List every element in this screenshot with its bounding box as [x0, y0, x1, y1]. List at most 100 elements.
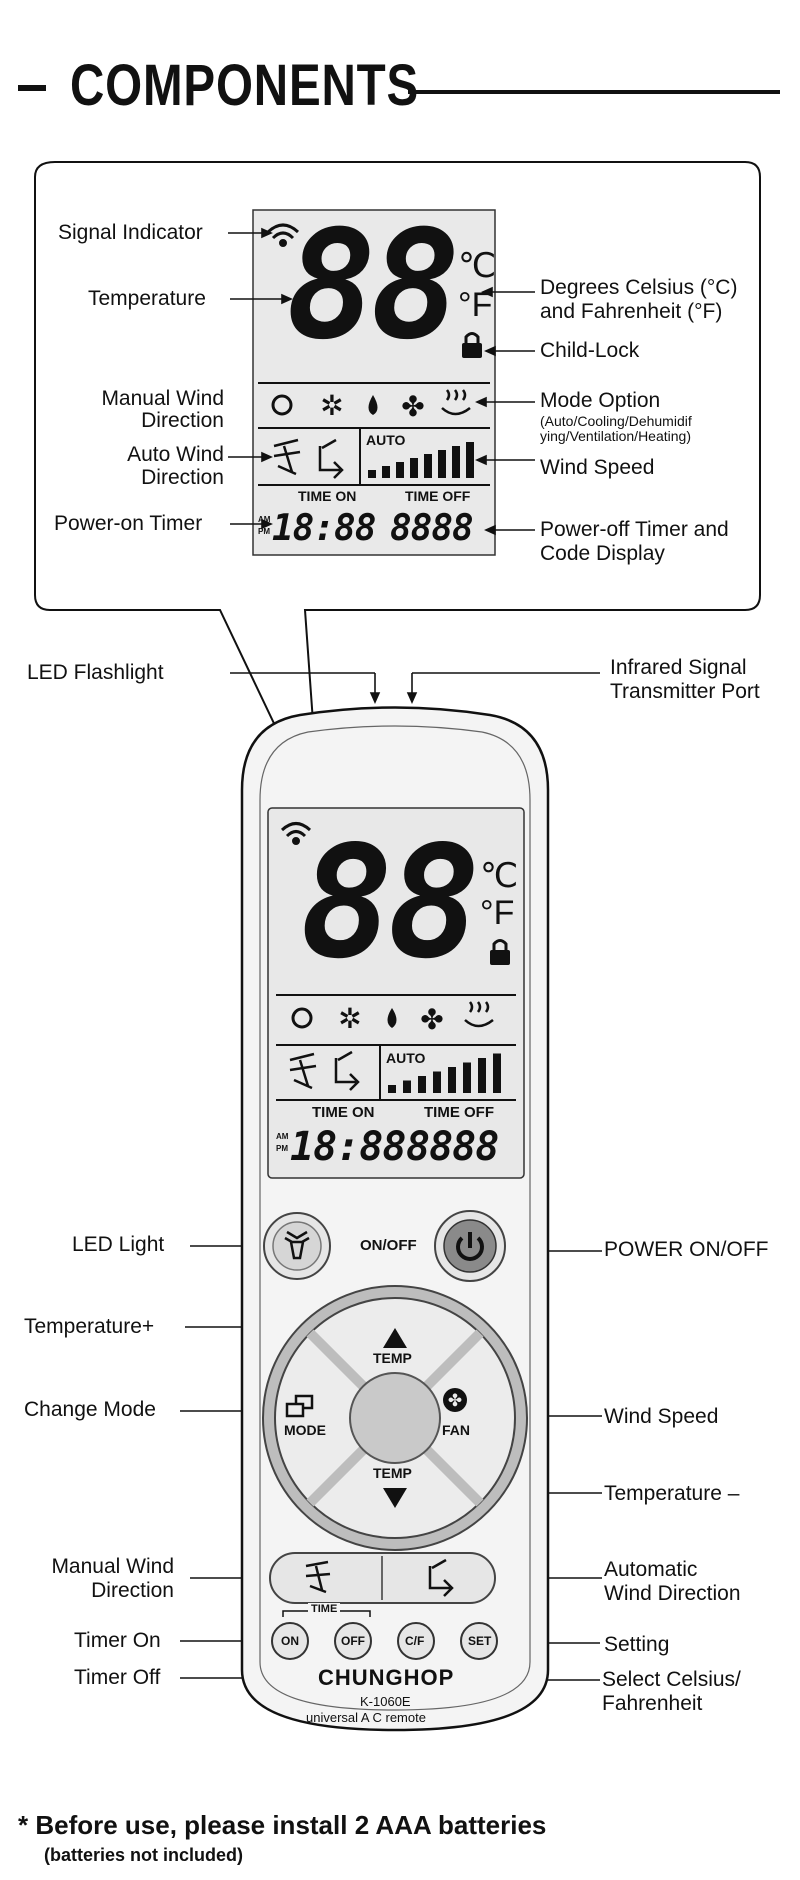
label-led-flashlight: LED Flashlight [27, 661, 164, 684]
wind-speed-bar [418, 1076, 426, 1093]
footer-note: * Before use, please install 2 AAA batte… [18, 1810, 547, 1840]
label-mode-option-sub-1: (Auto/Cooling/Dehumidif [540, 413, 692, 429]
label-infrared-2: Transmitter Port [610, 680, 760, 703]
remote-lcd-code: 8888 [406, 1124, 499, 1170]
label-child-lock: Child-Lock [540, 339, 640, 362]
temp-down-arrow-icon [383, 1488, 407, 1508]
wind-speed-bar [463, 1062, 471, 1093]
wind-speed-bar [424, 454, 432, 478]
wind-speed-bar [448, 1067, 456, 1093]
time-label: TIME [308, 1603, 341, 1615]
wind-speed-bar [478, 1058, 486, 1093]
fan-label: FAN [442, 1422, 470, 1438]
remote-signal-icon [280, 822, 312, 845]
remote-lcd-time-off: TIME OFF [424, 1104, 494, 1121]
remote-lcd-auto: AUTO [386, 1050, 426, 1066]
set-button[interactable] [460, 1622, 498, 1660]
label-change-mode: Change Mode [24, 1398, 156, 1421]
label-degrees-2: and Fahrenheit (°F) [540, 300, 723, 323]
label-infrared-1: Infrared Signal [610, 656, 747, 679]
wind-speed-bar [493, 1053, 501, 1093]
cf-button[interactable] [397, 1622, 435, 1660]
remote-lcd-pm: PM [276, 1144, 288, 1153]
mode-icon [285, 1394, 314, 1418]
remote-lcd-time-on: TIME ON [312, 1104, 375, 1121]
dpad-center [349, 1372, 441, 1464]
wind-speed-bar [466, 442, 474, 478]
remote-lcd-fahrenheit: °F [480, 894, 515, 932]
remote-lcd-celsius: ℃ [480, 857, 519, 895]
label-wind-speed: Wind Speed [540, 456, 655, 479]
mode-icons: ✲ ✤ [271, 389, 471, 423]
label-temperature-plus: Temperature+ [24, 1315, 155, 1338]
svg-text:✲: ✲ [320, 389, 343, 422]
svg-text:✤: ✤ [448, 1391, 462, 1411]
label-automatic-wind-2: Wind Direction [604, 1582, 741, 1605]
label-temperature: Temperature [88, 287, 206, 310]
remote-tagline: universal A C remote [306, 1710, 426, 1725]
zoom-lcd-time-on: TIME ON [298, 488, 357, 504]
zoom-lcd-digits: 88 [286, 199, 461, 373]
wind-speed-bar [403, 1080, 411, 1093]
flashlight-icon [284, 1230, 310, 1260]
zoom-lcd-celsius: ℃ [458, 247, 497, 285]
power-icon [456, 1232, 484, 1261]
label-temperature-minus: Temperature – [604, 1482, 740, 1505]
temp-up-arrow-icon [383, 1328, 407, 1348]
zoom-lcd-am: AM [258, 515, 271, 524]
header-dash [18, 85, 46, 91]
label-mode-option: Mode Option [540, 389, 661, 412]
remote-lcd-clock: 18:88 [290, 1124, 406, 1170]
mode-label: MODE [284, 1422, 326, 1438]
wind-speed-bar [368, 470, 376, 478]
label-auto-wind-1: Auto Wind [127, 443, 224, 466]
label-power-on-timer: Power-on Timer [54, 512, 203, 535]
brand-logo: CHUNGHOP [318, 1665, 455, 1690]
manual-wind-icon [305, 1560, 331, 1594]
label-signal-indicator: Signal Indicator [58, 221, 203, 244]
on-button-label: ON [281, 1634, 299, 1648]
label-mode-option-sub-2: ying/Ventilation/Heating) [540, 428, 691, 444]
wind-speed-bar [410, 458, 418, 478]
label-manual-wind-button-2: Direction [91, 1579, 174, 1602]
temp-up-label: TEMP [373, 1350, 412, 1366]
timer-off-button[interactable] [334, 1622, 372, 1660]
on-off-label: ON/OFF [360, 1237, 417, 1254]
svg-text:✲: ✲ [338, 1002, 361, 1035]
zoom-lcd-pm: PM [258, 527, 270, 536]
label-power-off-1: Power-off Timer and [540, 518, 729, 541]
page-title: COMPONENTS [70, 53, 420, 118]
label-wind-speed-button: Wind Speed [604, 1405, 719, 1428]
svg-text:✤: ✤ [420, 1003, 443, 1036]
child-lock-icon [462, 332, 482, 358]
signal-icon [266, 223, 300, 247]
label-select-cf-2: Fahrenheit [602, 1692, 703, 1715]
model-number: K-1060E [360, 1694, 411, 1709]
remote-lock-icon [490, 939, 510, 965]
fan-icon: ✤ [443, 1388, 467, 1412]
off-button-label: OFF [341, 1634, 365, 1648]
wind-speed-bar [452, 446, 460, 478]
label-auto-wind-2: Direction [141, 466, 224, 489]
remote-wind-speed-bars [388, 1053, 501, 1093]
label-led-light: LED Light [72, 1233, 165, 1256]
zoom-lcd-clock: 18:88 [272, 508, 376, 549]
label-automatic-wind-1: Automatic [604, 1558, 698, 1581]
remote-lcd-am: AM [276, 1132, 289, 1141]
remote-mode-icons: ✲ ✤ [291, 1001, 494, 1036]
wind-speed-bar [388, 1085, 396, 1093]
label-manual-wind-1: Manual Wind [101, 387, 224, 410]
label-timer-off: Timer Off [74, 1666, 161, 1689]
zoom-lcd-time-off: TIME OFF [405, 488, 471, 504]
header-rule [408, 90, 780, 94]
label-manual-wind-button-1: Manual Wind [51, 1555, 174, 1578]
wind-direction-icons [273, 438, 344, 479]
wind-speed-bar [438, 450, 446, 478]
svg-text:✤: ✤ [401, 390, 424, 423]
timer-on-button[interactable] [271, 1622, 309, 1660]
wind-speed-bars [368, 442, 474, 478]
zoom-lcd-fahrenheit: °F [458, 286, 493, 324]
remote-lcd-digits: 88 [300, 812, 481, 993]
